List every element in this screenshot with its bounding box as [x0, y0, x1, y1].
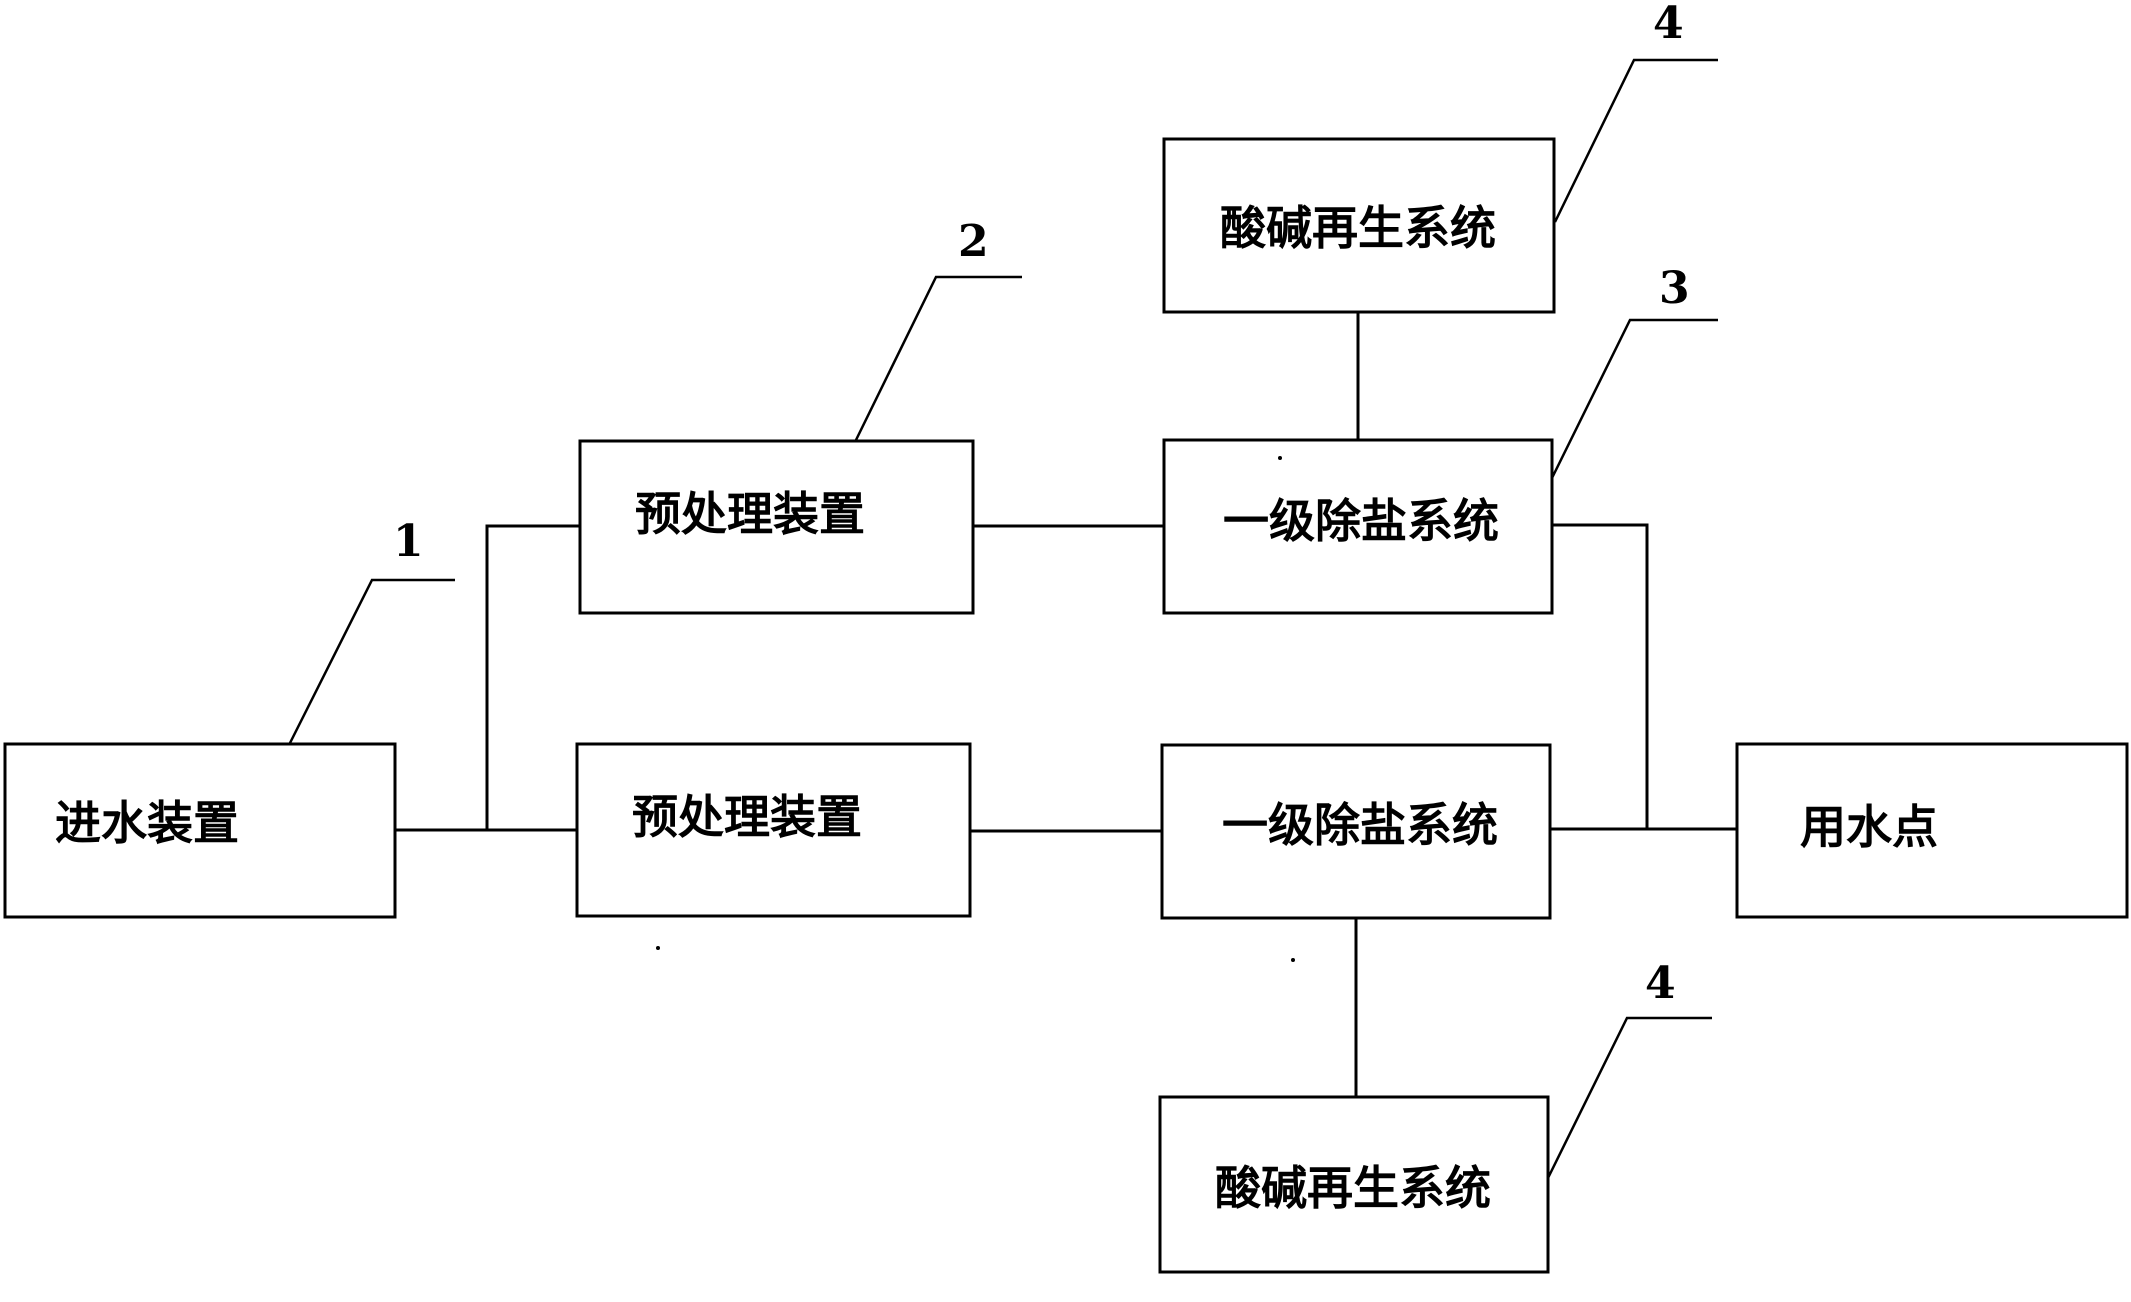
- leader-4-bottom: [1546, 1016, 1712, 1179]
- water-inlet-box: 进水装置: [3, 742, 397, 919]
- leader-lines: [288, 58, 1718, 1179]
- desalination-top-label: 一级除盐系统: [1223, 494, 1499, 548]
- regeneration-top-label: 酸碱再生系统: [1220, 201, 1496, 255]
- desalination-bottom-label: 一级除盐系统: [1222, 798, 1498, 852]
- scan-specks: [656, 456, 1295, 962]
- pretreatment-box-bottom: 预处理装置: [575, 742, 972, 918]
- acid-alkali-regeneration-box-bottom: 酸碱再生系统: [1158, 1095, 1550, 1274]
- primary-desalination-box-bottom: 一级除盐系统: [1160, 743, 1552, 920]
- ref-numeral-4-bottom: 4: [1645, 958, 1676, 1009]
- pretreatment-box-top: 预处理装置: [578, 439, 975, 615]
- ref-numeral-1: 1: [393, 516, 424, 567]
- water-point-box: 用水点: [1735, 742, 2129, 919]
- wire-split-to-pretreat-top: [485, 524, 580, 830]
- leader-2: [854, 275, 1022, 441]
- regeneration-bottom-label: 酸碱再生系统: [1215, 1161, 1491, 1215]
- water-inlet-label: 进水装置: [55, 796, 239, 850]
- leader-1: [288, 578, 455, 744]
- pretreatment-bottom-label: 预处理装置: [632, 790, 862, 844]
- leader-3: [1550, 318, 1718, 479]
- acid-alkali-regeneration-box-top: 酸碱再生系统: [1162, 137, 1556, 314]
- ref-numeral-4-top: 4: [1653, 0, 1684, 49]
- primary-desalination-box-top: 一级除盐系统: [1162, 438, 1554, 615]
- water-point-label: 用水点: [1800, 800, 1938, 854]
- connection-lines: [395, 312, 1737, 1097]
- ref-numeral-2: 2: [958, 216, 989, 267]
- wire-desalt-top-to-water-point: [1552, 523, 1649, 829]
- leader-4-top: [1553, 58, 1718, 223]
- pretreatment-top-label: 预处理装置: [635, 487, 865, 541]
- ref-numeral-3: 3: [1659, 263, 1690, 314]
